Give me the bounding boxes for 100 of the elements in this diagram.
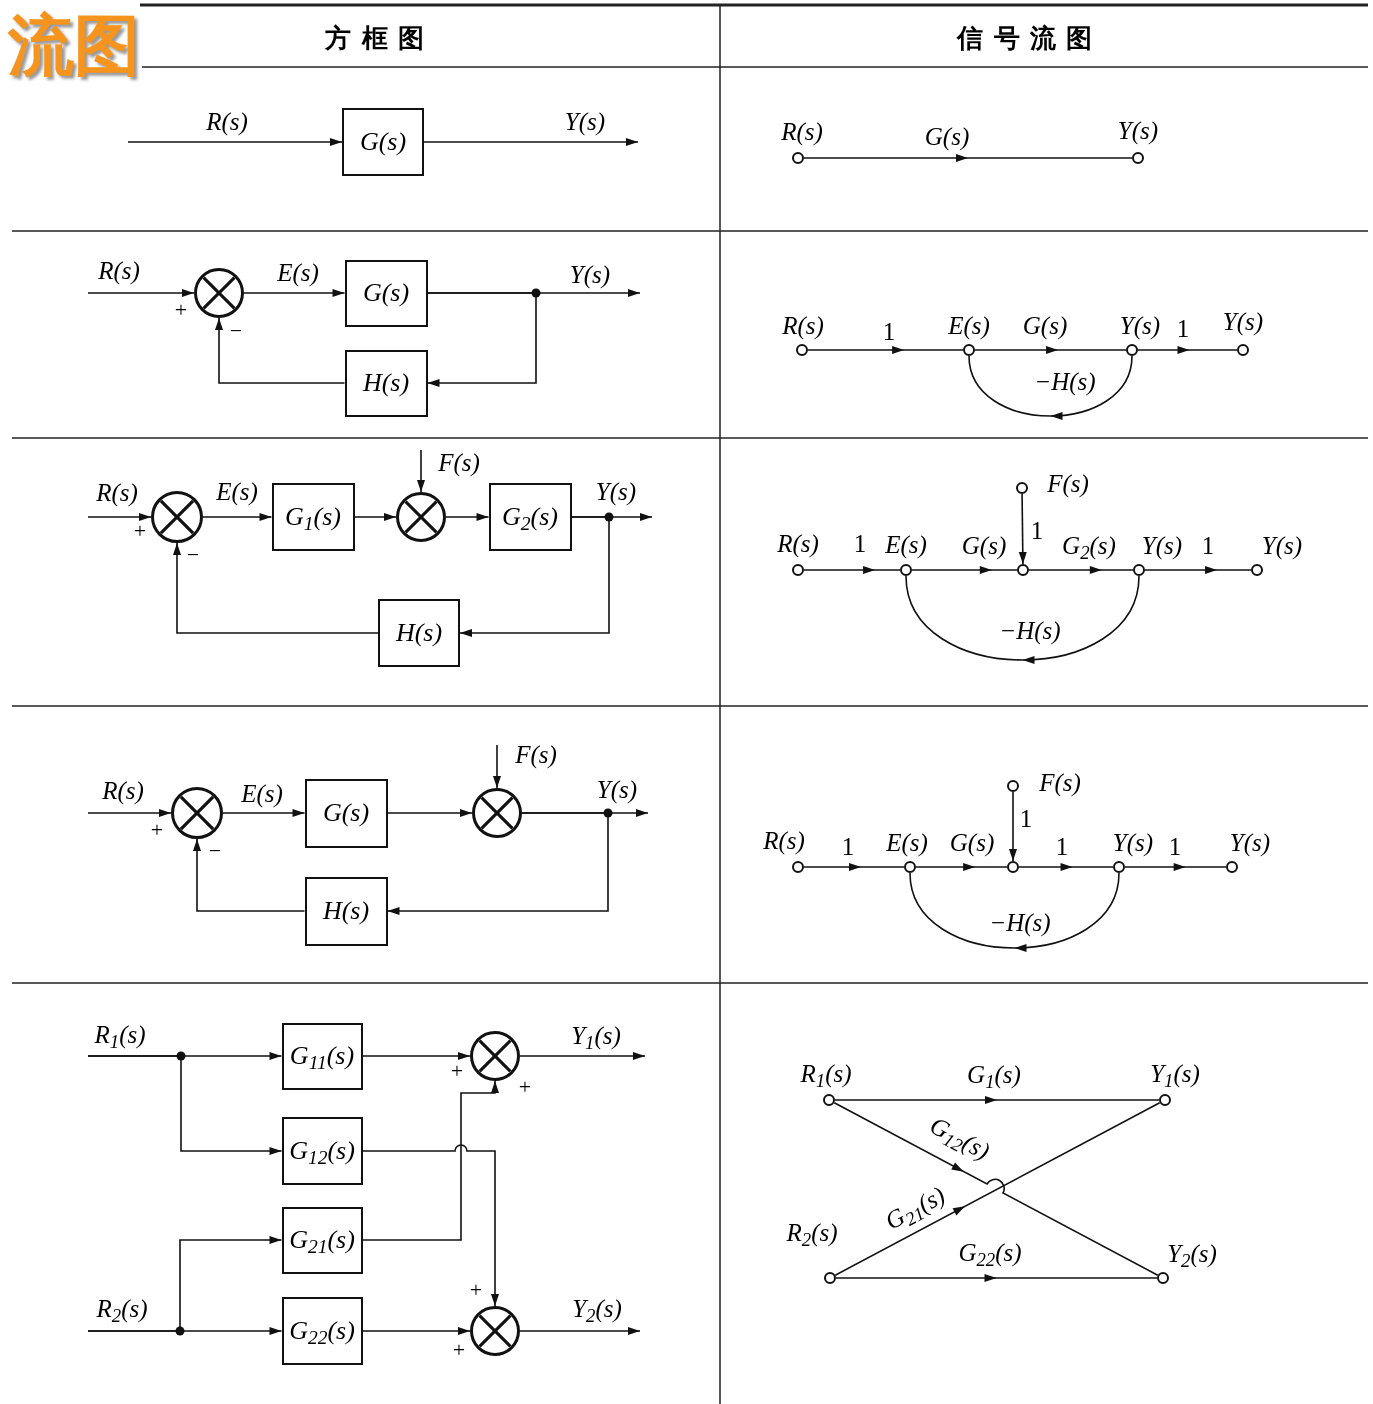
block-label: G(s) — [322, 800, 370, 826]
signal-arrow — [803, 566, 901, 574]
block-label: G$_{21}$(s) — [289, 1227, 355, 1253]
sign-label: + — [518, 1076, 532, 1098]
signal-arrow — [386, 812, 609, 915]
signal-arrow — [215, 317, 346, 384]
node-label: Y(s) — [1222, 308, 1264, 334]
node-label: E(s) — [885, 531, 927, 557]
node-label: R(s) — [777, 530, 819, 556]
node-label: Y$_{2}$(s) — [1167, 1240, 1217, 1266]
edge-label: R(s) — [206, 108, 248, 134]
signal-node — [1157, 1272, 1169, 1284]
signal-node — [1159, 1094, 1171, 1106]
sign-label: − — [229, 320, 243, 342]
transfer-function-block — [281, 1022, 363, 1090]
edge-label: R(s) — [96, 479, 138, 505]
block-label: G$_{2}$(s) — [502, 504, 558, 530]
node-label: Y(s) — [1112, 829, 1154, 855]
node-label: R(s) — [781, 118, 823, 144]
sign-label: + — [174, 299, 188, 321]
signal-node — [792, 564, 804, 576]
sign-label: + — [469, 1279, 483, 1301]
transfer-function-block — [344, 259, 428, 327]
summing-junction — [151, 491, 203, 543]
block-label: G$_{22}$(s) — [289, 1318, 355, 1344]
edge-label: −H(s) — [1034, 368, 1096, 394]
signal-arrow — [1144, 566, 1252, 574]
node-label: R(s) — [782, 312, 824, 338]
transfer-function-block — [304, 876, 388, 946]
transfer-function-block — [488, 483, 572, 551]
signal-arrow — [87, 289, 195, 297]
edge-label: G$_{22}$(s) — [958, 1239, 1022, 1265]
edge-label: 1 — [1168, 833, 1182, 859]
transfer-function-block — [344, 349, 428, 417]
node-label: Y(s) — [1119, 312, 1161, 338]
edge-label: E(s) — [216, 478, 258, 504]
node-label: Y(s) — [1117, 117, 1159, 143]
node-label: Y$_{1}$(s) — [1150, 1060, 1200, 1086]
edge-label: Y(s) — [569, 261, 611, 287]
signal-arrow — [459, 516, 610, 637]
signal-node — [1126, 344, 1138, 356]
block-label: G$_{1}$(s) — [285, 504, 341, 530]
node-label: F(s) — [1039, 769, 1081, 795]
node-label: Y(s) — [1141, 532, 1183, 558]
edge-label: Y$_{1}$(s) — [571, 1022, 621, 1048]
node-label: R$_{2}$(s) — [786, 1219, 838, 1245]
signal-arrow — [1137, 346, 1238, 354]
transfer-function-block — [378, 599, 460, 667]
signal-node — [900, 564, 912, 576]
signal-arrow — [361, 1080, 499, 1241]
edge-label: G(s) — [1022, 312, 1068, 338]
block-label: G$_{11}$(s) — [289, 1043, 355, 1069]
edge-label: Y(s) — [596, 776, 638, 802]
signal-arrow — [361, 1052, 471, 1060]
signal-node — [796, 344, 808, 356]
signal-arrow — [222, 809, 306, 817]
transfer-function-block — [281, 1117, 363, 1185]
transfer-function-block — [281, 1206, 363, 1274]
signal-arrow — [353, 513, 397, 521]
signal-arrow — [1028, 566, 1134, 574]
edge-label: Y(s) — [595, 478, 637, 504]
sign-label: + — [450, 1060, 464, 1082]
signal-arrow — [915, 863, 1008, 871]
edge-label: G(s) — [949, 829, 995, 855]
signal-arrow — [423, 138, 639, 146]
signal-arrow — [417, 449, 425, 493]
signal-arrow — [1124, 863, 1227, 871]
edge-label: −H(s) — [989, 909, 1051, 935]
edge-label: 1 — [1030, 517, 1044, 543]
signal-arrow — [87, 1327, 283, 1335]
signal-node — [1017, 564, 1029, 576]
block-label: G$_{12}$(s) — [289, 1138, 355, 1164]
signal-node — [823, 1094, 835, 1106]
signal-arrow — [386, 809, 473, 817]
summing-junction — [396, 492, 446, 542]
edge-label: 1 — [1055, 833, 1069, 859]
node-label: F(s) — [1047, 470, 1089, 496]
signal-node — [1113, 861, 1125, 873]
summing-junction — [470, 1031, 520, 1081]
signal-node — [792, 152, 804, 164]
edge-label: R$_{1}$(s) — [94, 1021, 146, 1047]
signal-arrow — [361, 1144, 499, 1307]
signal-arrow — [803, 154, 1133, 162]
signal-node — [792, 861, 804, 873]
signal-arrow — [1018, 493, 1027, 565]
node-label: Y(s) — [1229, 829, 1271, 855]
signal-arrow — [243, 289, 346, 297]
node-label: E(s) — [886, 829, 928, 855]
edge-label: 1 — [1201, 532, 1215, 558]
signal-arrow — [193, 838, 306, 912]
sign-label: − — [208, 840, 222, 862]
edge-label: G(s) — [924, 123, 970, 149]
sign-label: − — [186, 544, 200, 566]
edge-label: 1 — [841, 833, 855, 859]
sign-label: + — [133, 520, 147, 542]
edge-label: R$_{2}$(s) — [96, 1295, 148, 1321]
block-label: H(s) — [322, 898, 370, 924]
edge-label: E(s) — [241, 780, 283, 806]
column-header: 方框图 — [325, 25, 435, 51]
signal-arrow — [807, 346, 964, 354]
